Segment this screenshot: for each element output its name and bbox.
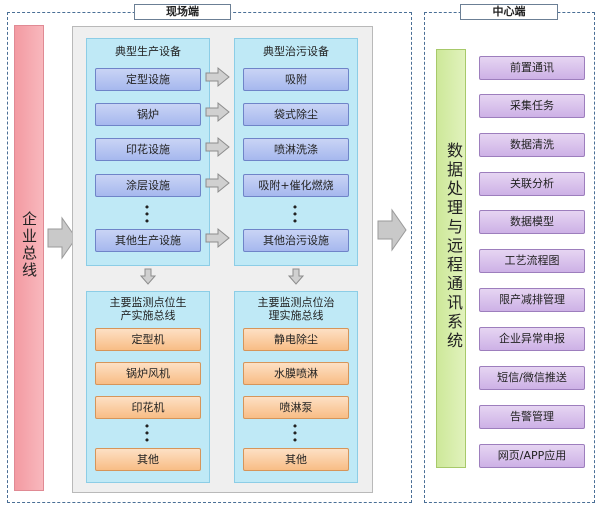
module-data-model[interactable]: 数据模型 <box>479 210 585 234</box>
module-anomaly-report[interactable]: 企业异常申报 <box>479 327 585 351</box>
module-production-limit[interactable]: 限产减排管理 <box>479 288 585 312</box>
monitor-item-poll-other[interactable]: 其他 <box>243 448 349 471</box>
module-process-flow[interactable]: 工艺流程图 <box>479 249 585 273</box>
prod-monitor-title-line2: 产实施总线 <box>120 309 176 322</box>
field-to-center-arrow <box>377 208 407 252</box>
prod-item-other[interactable]: 其他生产设施 <box>95 229 201 252</box>
production-equipment-title: 典型生产设备 <box>115 45 181 58</box>
enterprise-bus: 企业总线 <box>14 25 44 491</box>
poll-item-spray-wash[interactable]: 喷淋洗涤 <box>243 138 349 161</box>
monitor-item-prod-other[interactable]: 其他 <box>95 448 201 471</box>
arrow-right-2 <box>205 101 230 123</box>
poll-monitor-panel: 主要监测点位治 理实施总线 静电除尘 水膜喷淋 喷淋泵 ••• 其他 <box>234 291 358 483</box>
monitor-item-electrostatic[interactable]: 静电除尘 <box>243 328 349 351</box>
poll-item-other[interactable]: 其他治污设施 <box>243 229 349 252</box>
arrow-right-4 <box>205 172 230 194</box>
data-processing-system-label: 数据处理与远程通讯系统 <box>444 142 463 351</box>
monitor-item-spray-pump[interactable]: 喷淋泵 <box>243 396 349 419</box>
monitor-item-printing-machine[interactable]: 印花机 <box>95 396 201 419</box>
poll-monitor-title-line2: 理实施总线 <box>268 309 324 322</box>
poll-item-adsorption-catalytic[interactable]: 吸附+催化燃烧 <box>243 174 349 197</box>
arrow-right-3 <box>205 136 230 158</box>
enterprise-bus-label: 企业总线 <box>20 211 38 279</box>
data-processing-system: 数据处理与远程通讯系统 <box>436 49 466 468</box>
arrow-right-1 <box>205 66 230 88</box>
poll-monitor-ellipsis: ••• <box>291 420 299 447</box>
pollution-equipment-title: 典型治污设备 <box>263 45 329 58</box>
pollution-equipment-panel: 典型治污设备 吸附 袋式除尘 喷淋洗涤 吸附+催化燃烧 ••• 其他治污设施 <box>234 38 358 266</box>
poll-ellipsis: ••• <box>291 201 299 228</box>
module-data-cleaning[interactable]: 数据清洗 <box>479 133 585 157</box>
module-front-comm[interactable]: 前置通讯 <box>479 56 585 80</box>
monitor-item-setting-machine[interactable]: 定型机 <box>95 328 201 351</box>
field-side-title: 现场端 <box>134 4 231 20</box>
poll-down-arrow <box>287 268 305 285</box>
prod-monitor-title: 主要监测点位生 产实施总线 <box>87 296 209 322</box>
prod-monitor-title-line1: 主要监测点位生 <box>109 296 187 309</box>
prod-item-setting[interactable]: 定型设施 <box>95 68 201 91</box>
monitor-item-water-film[interactable]: 水膜喷淋 <box>243 362 349 385</box>
module-collection-task[interactable]: 采集任务 <box>479 94 585 118</box>
poll-monitor-title: 主要监测点位治 理实施总线 <box>235 296 357 322</box>
prod-monitor-panel: 主要监测点位生 产实施总线 定型机 锅炉风机 印花机 ••• 其他 <box>86 291 210 483</box>
production-equipment-panel: 典型生产设备 定型设施 锅炉 印花设施 涂层设施 ••• 其他生产设施 <box>86 38 210 266</box>
arrow-right-5 <box>205 227 230 249</box>
module-web-app[interactable]: 网页/APP应用 <box>479 444 585 468</box>
prod-down-arrow <box>139 268 157 285</box>
prod-monitor-ellipsis: ••• <box>143 420 151 447</box>
module-alarm-management[interactable]: 告警管理 <box>479 405 585 429</box>
prod-ellipsis: ••• <box>143 201 151 228</box>
module-sms-wechat-push[interactable]: 短信/微信推送 <box>479 366 585 390</box>
poll-monitor-title-line1: 主要监测点位治 <box>257 296 335 309</box>
poll-item-bag-filter[interactable]: 袋式除尘 <box>243 103 349 126</box>
prod-item-coating[interactable]: 涂层设施 <box>95 174 201 197</box>
prod-item-boiler[interactable]: 锅炉 <box>95 103 201 126</box>
module-correlation-analysis[interactable]: 关联分析 <box>479 172 585 196</box>
poll-item-adsorption[interactable]: 吸附 <box>243 68 349 91</box>
prod-to-poll-arrows <box>205 66 230 249</box>
monitor-item-boiler-fan[interactable]: 锅炉风机 <box>95 362 201 385</box>
center-side-title: 中心端 <box>460 4 558 20</box>
bus-to-panel-arrow <box>47 216 77 260</box>
prod-item-printing[interactable]: 印花设施 <box>95 138 201 161</box>
